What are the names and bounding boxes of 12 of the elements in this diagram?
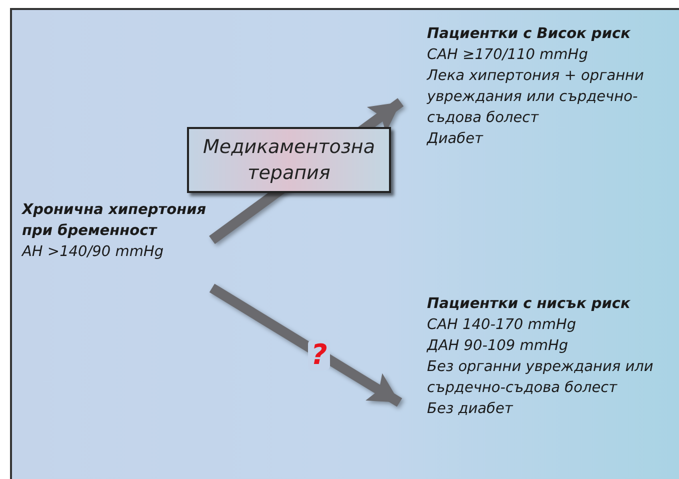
node-text: Лека хипертония + органни увреждания или сърдечно-съдова болест [427,67,645,128]
node-text: АН >140/90 mmHg [22,243,165,262]
node-heading: Пациентки с Висок риск [427,25,632,44]
node-text: САН 140-170 mmHg [427,316,578,335]
node-text: Диабет [427,130,484,149]
node-heading: Пациентки с нисък риск [427,295,632,314]
node-heading: Хронична хипертония при бременност [22,201,207,241]
node-text: Без диабет [427,400,514,419]
node-text: ДАН 90-109 mmHg [427,337,570,356]
node-text: САН ≥170/110 mmHg [427,46,589,65]
edge-label: Медикаментозна терапия [187,127,391,193]
node-text: Без органни увреждания или сърдечно-съдова болест [427,358,654,398]
